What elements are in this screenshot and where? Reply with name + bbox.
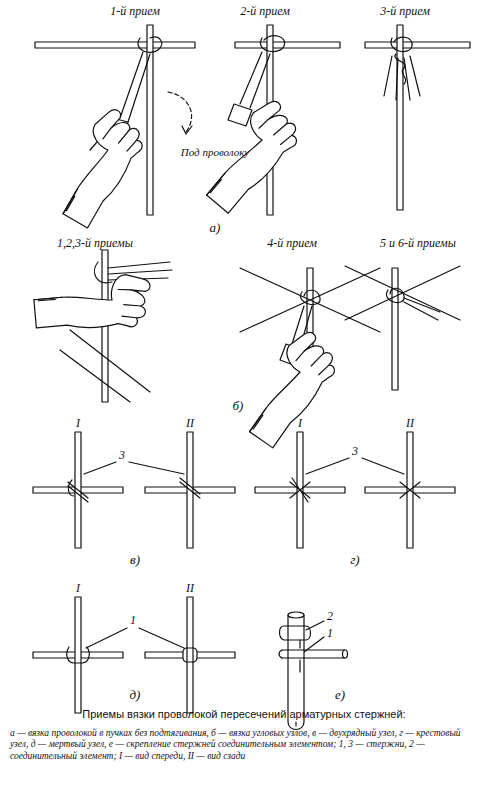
knot-g2 xyxy=(365,432,455,548)
rotation-note: Под проволоку xyxy=(180,146,250,158)
view-number: I xyxy=(76,582,80,595)
figure-letter: б) xyxy=(233,399,244,413)
figure-letter: е) xyxy=(335,688,345,702)
figure-b1 xyxy=(21,233,172,402)
callout-number: 2 xyxy=(327,610,333,623)
figure-letter: г) xyxy=(350,553,359,567)
step-title: 4-й прием xyxy=(267,237,317,250)
figure-a2 xyxy=(199,25,340,215)
figure-b3 xyxy=(345,266,460,390)
knot-g1 xyxy=(255,432,345,548)
knot-v2 xyxy=(145,432,235,548)
knot-v1 xyxy=(33,432,123,548)
leader-lines xyxy=(84,458,404,652)
legend-description: а — вязка проволокой в пучках без подтяг… xyxy=(10,728,478,762)
step-title: 1-й прием xyxy=(110,5,160,18)
knot-d1 xyxy=(33,597,123,713)
view-number: II xyxy=(186,417,194,430)
callout-number: 1 xyxy=(130,614,136,627)
view-number: I xyxy=(298,417,302,430)
figure-b2 xyxy=(234,268,380,451)
caption: Приемы вязки проволокой пересечений арма… xyxy=(12,708,476,720)
step-title: 3-й прием xyxy=(380,5,430,18)
callout-number: 3 xyxy=(352,445,358,458)
figure-letter: д) xyxy=(130,688,141,702)
figure-a1 xyxy=(35,25,195,233)
view-number: II xyxy=(186,582,194,595)
step-title: 5 и 6-й приемы xyxy=(380,237,456,250)
knot-d2 xyxy=(145,597,235,713)
view-number: I xyxy=(76,417,80,430)
view-number: II xyxy=(406,417,414,430)
callout-number: 1 xyxy=(327,627,333,640)
callout-number: 3 xyxy=(119,449,125,462)
step-title: 1,2,3-й приемы xyxy=(57,237,133,250)
step-title: 2-й прием xyxy=(240,5,290,18)
figure-a3 xyxy=(365,25,470,210)
figure-letter: а) xyxy=(210,221,221,235)
figure-letter: в) xyxy=(130,553,140,567)
